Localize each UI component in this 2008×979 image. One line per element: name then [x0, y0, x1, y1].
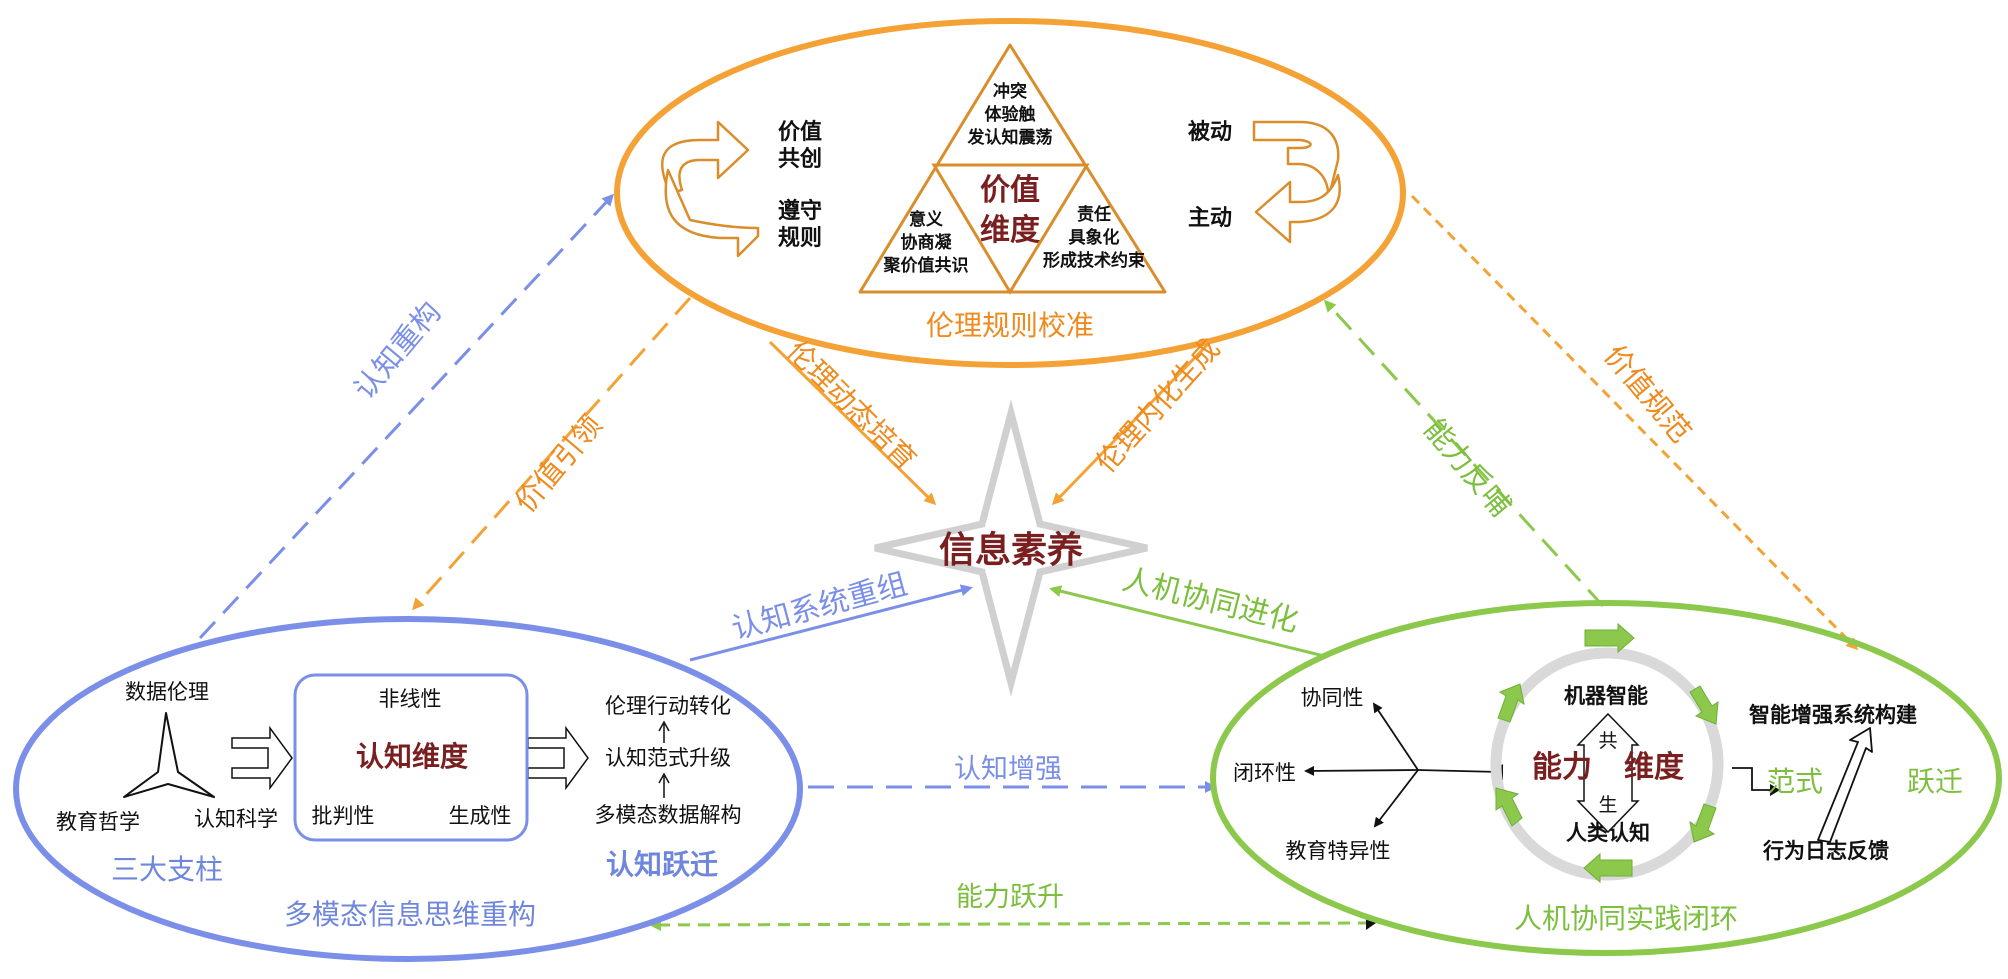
cognitive-dimension-box — [293, 673, 529, 842]
cognitive-leap-title: 认知跃迁 — [606, 848, 718, 881]
pillar-education-philosophy: 教育哲学 — [56, 810, 140, 834]
leap-step-paradigm-upgrade: 认知范式升级 — [605, 746, 731, 770]
triangle-top-line-2: 体验触 — [985, 104, 1036, 125]
follow-rules-1: 遵守 — [778, 198, 822, 224]
three-pillars-icon — [123, 712, 215, 798]
triangle-right-line-2: 具象化 — [1068, 227, 1120, 248]
arrow-human-machine-evolution — [1049, 585, 1325, 658]
ring-to-paradigm-line — [1732, 767, 1772, 791]
capability-dimension-left: 能力 — [1532, 750, 1592, 785]
trait-nonlinear: 非线性 — [379, 687, 442, 711]
pillars-title: 三大支柱 — [111, 853, 223, 886]
triangle-top-line-3: 发认知震荡 — [967, 127, 1053, 148]
connector-arrows — [198, 193, 1859, 931]
ethics-title: 伦理规则校准 — [926, 309, 1094, 342]
cognition-ellipse — [13, 616, 803, 962]
machine-intelligence: 机器智能 — [1564, 684, 1648, 708]
arrow-cognitive-reorganization — [689, 584, 973, 662]
arrow-ability-leap — [649, 918, 1371, 931]
triangle-top-line-1: 冲突 — [993, 81, 1027, 102]
triangle-right-line-1: 责任 — [1077, 204, 1111, 225]
label-cognitive-enhancement: 认知增强 — [954, 754, 1062, 785]
triangle-right-line-3: 形成技术约束 — [1043, 250, 1145, 271]
label-ability-feedback: 能力反哺 — [1417, 412, 1518, 523]
center-star: 信息素养 — [874, 399, 1148, 697]
trait-line-closedloop — [1304, 765, 1419, 776]
practice-ellipse — [1210, 600, 2002, 956]
cognition-title: 多模态信息思维重构 — [284, 898, 536, 931]
ring-arrow-icons — [1495, 622, 1719, 884]
follow-rules-2: 规则 — [778, 226, 822, 251]
trait-generative: 生成性 — [449, 804, 512, 828]
practice-title: 人机协同实践闭环 — [1514, 902, 1738, 935]
active-label: 主动 — [1188, 206, 1232, 231]
hollow-arrow-left — [231, 725, 293, 791]
feedback-hollow-arrow — [1817, 727, 1873, 843]
pillar-cognitive-science: 认知科学 — [194, 807, 278, 831]
smart-system-build: 智能增强系统构建 — [1749, 703, 1917, 727]
triangle-left-line-3: 聚价值共识 — [883, 255, 969, 276]
trait-closedloop: 闭环性 — [1233, 761, 1296, 785]
leap-step-ethics-action: 伦理行动转化 — [605, 694, 731, 718]
value-cocreation-2: 共创 — [778, 147, 822, 172]
triangle-left-line-1: 意义 — [909, 209, 943, 230]
arrow-ability-feedback — [1323, 299, 1605, 608]
practice-module: 协同性 闭环性 教育特异性 机器智能 人类认知 共 生 能力 维度 范式 跃迁 … — [1210, 600, 2002, 956]
ethics-inner-triangle — [931, 163, 1090, 295]
triangle-left-line-2: 协商凝 — [901, 232, 953, 253]
arrow-value-guidance — [412, 297, 692, 611]
trait-critical: 批判性 — [312, 804, 375, 828]
label-cognitive-reorganization: 认知系统重组 — [728, 567, 911, 647]
arrow-value-norm — [1410, 194, 1859, 651]
value-cocreation-1: 价值 — [778, 119, 822, 145]
arrow-cognitive-reconstruction — [198, 193, 615, 640]
trait-synergy: 协同性 — [1301, 686, 1364, 710]
trait-line-synergy — [1372, 702, 1419, 771]
capability-dimension-right: 维度 — [1624, 750, 1684, 785]
ring-inner-co: 共 — [1598, 730, 1617, 752]
cognitive-dimension-title: 认知维度 — [356, 740, 468, 773]
ethics-ellipse — [614, 18, 1406, 368]
cognition-module: 数据伦理 教育哲学 认知科学 三大支柱 非线性 认知维度 批判性 生成性 伦理行… — [13, 616, 803, 962]
ring-inner-sheng: 生 — [1598, 794, 1617, 816]
behavior-log-feedback: 行为日志反馈 — [1762, 839, 1889, 863]
paradigm-label: 范式 — [1767, 765, 1823, 798]
right-cycle-icon — [1252, 120, 1341, 244]
paradigm-arrowhead — [1770, 784, 1780, 796]
center-label: 信息素养 — [939, 529, 1083, 571]
leap-label: 跃迁 — [1907, 765, 1963, 798]
coexistence-diamond — [1576, 712, 1640, 834]
trait-edu-specificity: 教育特异性 — [1286, 839, 1391, 863]
arrow-ethics-internalization — [1051, 340, 1212, 506]
label-value-norm: 价值规范 — [1597, 338, 1698, 449]
label-ability-leap: 能力跃升 — [956, 882, 1064, 913]
value-dimension-line-1: 价值 — [980, 173, 1040, 208]
left-cycle-icon — [661, 120, 760, 258]
trait-line-from-ring — [1417, 769, 1501, 773]
hollow-arrow-right — [527, 725, 589, 791]
passive-label: 被动 — [1188, 120, 1232, 145]
leap-step-multimodal-decon: 多模态数据解构 — [595, 803, 742, 827]
ethics-module: 冲突 体验触 发认知震荡 意义 协商凝 聚价值共识 责任 具象化 形成技术约束 … — [614, 18, 1406, 368]
label-value-guidance: 价值引领 — [508, 408, 609, 519]
pillar-data-ethics: 数据伦理 — [125, 680, 209, 704]
value-dimension-line-2: 维度 — [980, 213, 1040, 248]
arrow-ethics-cultivation — [768, 340, 937, 506]
trait-line-specificity — [1373, 769, 1419, 828]
